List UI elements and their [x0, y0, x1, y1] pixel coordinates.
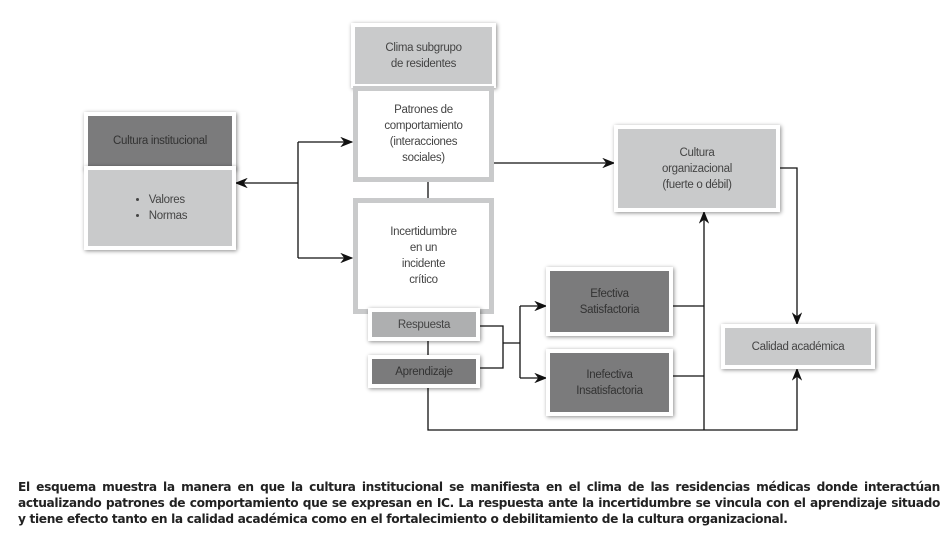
label: Respuesta — [397, 318, 451, 331]
label: Efectiva — [590, 287, 629, 300]
caption: El esquema muestra la manera en que la c… — [18, 480, 940, 526]
valores: Valores — [149, 192, 187, 208]
label: Satisfactoria — [579, 303, 640, 316]
label: sociales) — [402, 152, 445, 164]
label: comportamiento — [384, 120, 463, 132]
label: Clima subgrupo — [385, 41, 462, 54]
cultura-institucional-box: Cultura institucional — [84, 112, 236, 170]
label: Insatisfactoria — [576, 384, 643, 397]
label: Cultura institucional — [112, 135, 208, 147]
label: de residentes — [390, 57, 457, 70]
label: (fuerte o débil) — [662, 178, 732, 191]
label: Inefectiva — [586, 368, 633, 381]
clima-box: Clima subgrupo de residentes — [351, 23, 496, 88]
cultura-organizacional-box: Cultura organizacional (fuerte o débil) — [614, 125, 780, 212]
label: (interacciones — [389, 136, 458, 148]
label: en un — [409, 242, 438, 254]
label: organizacional — [662, 162, 732, 175]
arrow-to-calidad-bottom — [427, 367, 803, 431]
label: crítico — [409, 274, 438, 286]
patrones-box: Patrones de comportamiento (interacciones s… — [353, 86, 494, 182]
label: Cultura — [679, 146, 715, 159]
arrow-to-calidad-top — [778, 167, 803, 326]
aprendizaje-box: Aprendizaje — [368, 355, 480, 388]
valores-normas-box: ValoresNormas — [84, 166, 236, 250]
calidad-academica-box: Calidad académica — [721, 324, 875, 369]
label: Calidad académica — [751, 340, 845, 353]
incertidumbre-box: Incertidumbre en un incidente crítico — [353, 198, 494, 314]
label: Patrones de — [394, 104, 453, 116]
normas: Normas — [149, 208, 188, 224]
respuesta-box: Respuesta — [368, 308, 480, 341]
label: Incertidumbre — [390, 226, 457, 238]
label: incidente — [401, 258, 446, 270]
label: Aprendizaje — [395, 365, 453, 378]
